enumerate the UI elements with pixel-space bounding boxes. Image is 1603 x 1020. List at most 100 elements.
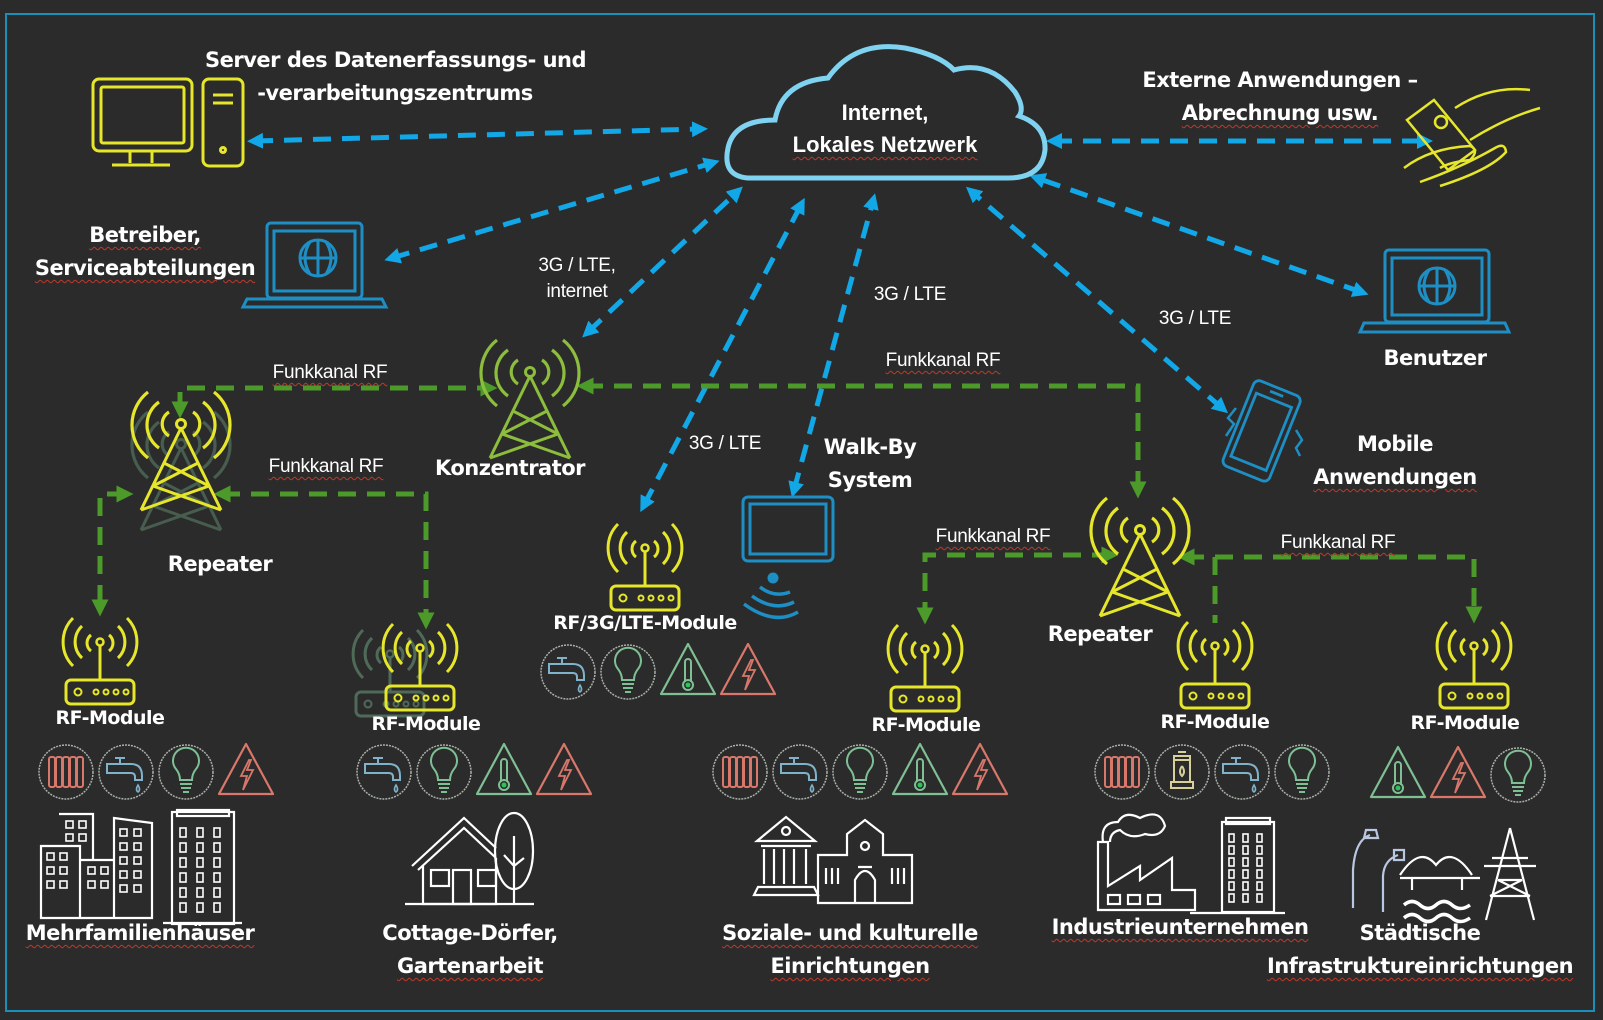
window-shape xyxy=(179,827,187,838)
window-shape xyxy=(213,827,221,838)
link-mobile-cloud xyxy=(965,186,1229,414)
external-label-line2: Abrechnung usw. xyxy=(1181,101,1379,125)
window-shape xyxy=(1256,869,1263,879)
window-shape xyxy=(1242,893,1249,903)
window-shape xyxy=(1256,857,1263,867)
link-label-walkby-cloud: 3G / LTE xyxy=(873,284,947,305)
radiator-icon xyxy=(712,744,768,800)
rf-concentrator-repeater-right xyxy=(576,377,1147,499)
link-label-line2: internet xyxy=(546,281,608,302)
window-shape xyxy=(1242,845,1249,855)
window-shape xyxy=(46,852,55,861)
water-tap-icon xyxy=(1214,744,1270,800)
walkby-label-line1: Walk-By xyxy=(823,435,917,459)
thermometer-warning-icon xyxy=(891,742,949,796)
site-label: Industrieunternehmen xyxy=(1040,911,1320,944)
window-shape xyxy=(1228,857,1235,867)
router-module-icon xyxy=(1176,620,1254,710)
window-shape xyxy=(1256,881,1263,891)
server-label: Server des Datenerfassungs- und -verarbe… xyxy=(205,44,587,110)
external-label-line1: Externe Anwendungen – xyxy=(1142,68,1418,92)
thermometer-warning-icon xyxy=(1369,745,1427,799)
window-shape xyxy=(1242,869,1249,879)
window-shape xyxy=(1242,881,1249,891)
server-computer-icon xyxy=(91,77,245,168)
thermometer-warning-icon xyxy=(475,742,533,796)
router-module-icon xyxy=(606,522,684,612)
module-label: RF-Module xyxy=(371,713,481,735)
rf-repeater-left-module2 xyxy=(213,485,435,630)
tablet-wireless-icon xyxy=(741,495,835,620)
site-label-line1: Cottage-Dörfer, xyxy=(382,921,558,945)
link-server-cloud xyxy=(247,121,708,149)
router-module-icon xyxy=(1435,620,1513,710)
cloud-label-line2: Lokales Netzwerk xyxy=(792,132,978,157)
electricity-warning-icon xyxy=(951,742,1009,796)
rf-repeater-left-module1 xyxy=(91,485,134,617)
link-label-mobile-cloud: 3G / LTE xyxy=(1158,308,1232,329)
vibration-icon xyxy=(1224,407,1304,457)
water-tap-icon xyxy=(356,744,412,800)
window-shape xyxy=(100,866,109,875)
mobile-label-line1: Mobile xyxy=(1357,432,1434,456)
window-shape xyxy=(196,887,204,898)
window-shape xyxy=(1228,881,1235,891)
router-module-icon xyxy=(381,622,459,712)
link-user-cloud xyxy=(1029,173,1369,297)
window-shape xyxy=(196,872,204,883)
window-shape xyxy=(1228,833,1235,843)
operator-label-line1: Betreiber, xyxy=(89,223,201,247)
concentrator-label: Konzentrator xyxy=(434,456,586,480)
money-hand-icon xyxy=(1403,87,1541,188)
link-module-cloud xyxy=(640,197,805,513)
site-label-line1: Mehrfamilienhäuser xyxy=(25,921,255,945)
light-bulb-icon xyxy=(158,744,214,800)
rf-label-top-right: Funkkanal RF xyxy=(885,350,1001,371)
apartment-buildings-icon xyxy=(39,808,242,926)
radiator-icon xyxy=(38,744,94,800)
rf-repeater-right-module5 xyxy=(1177,548,1218,623)
thermometer-warning-icon xyxy=(659,642,717,696)
window-shape xyxy=(213,902,221,913)
window-shape xyxy=(1228,869,1235,879)
window-shape xyxy=(46,866,55,875)
window-shape xyxy=(196,842,204,853)
window-shape xyxy=(119,870,128,879)
window-shape xyxy=(179,902,187,913)
light-bulb-icon xyxy=(1490,747,1546,803)
light-bulb-icon xyxy=(600,644,656,700)
electricity-warning-icon xyxy=(719,642,777,696)
public-buildings-icon xyxy=(752,815,914,905)
window-shape xyxy=(100,880,109,889)
gas-lantern-icon xyxy=(1154,744,1210,800)
window-shape xyxy=(119,842,128,851)
rf-label-mid-left: Funkkanal RF xyxy=(268,456,384,477)
link-operator-cloud xyxy=(384,157,720,264)
window-shape xyxy=(1242,857,1249,867)
site-label: Cottage-Dörfer, Gartenarbeit xyxy=(370,917,570,983)
light-bulb-icon xyxy=(1274,744,1330,800)
window-shape xyxy=(179,887,187,898)
window-shape xyxy=(59,866,68,875)
module-label: RF-Module xyxy=(1410,712,1520,734)
window-shape xyxy=(213,857,221,868)
window-shape xyxy=(213,872,221,883)
window-shape xyxy=(59,880,68,889)
site-label-line1: Städtische xyxy=(1359,921,1481,945)
factory-icon xyxy=(1096,813,1285,915)
window-shape xyxy=(196,857,204,868)
window-shape xyxy=(196,902,204,913)
window-shape xyxy=(133,884,142,893)
cloud-label: Internet, Lokales Netzwerk xyxy=(760,97,1010,161)
site-label-line2: Einrichtungen xyxy=(770,954,930,978)
mobile-label-line2: Anwendungen xyxy=(1313,465,1477,489)
mobile-label: Mobile Anwendungen xyxy=(1295,428,1495,494)
rf-repeater-left-concentrator xyxy=(171,379,498,419)
server-label-line2: -verarbeitungszentrums xyxy=(257,81,533,105)
cloud-icon xyxy=(724,44,1048,181)
window-shape xyxy=(179,872,187,883)
router-module-icon xyxy=(61,616,139,706)
site-label-line1: Industrieunternehmen xyxy=(1051,915,1309,939)
repeater-right-label: Repeater xyxy=(1047,622,1153,646)
